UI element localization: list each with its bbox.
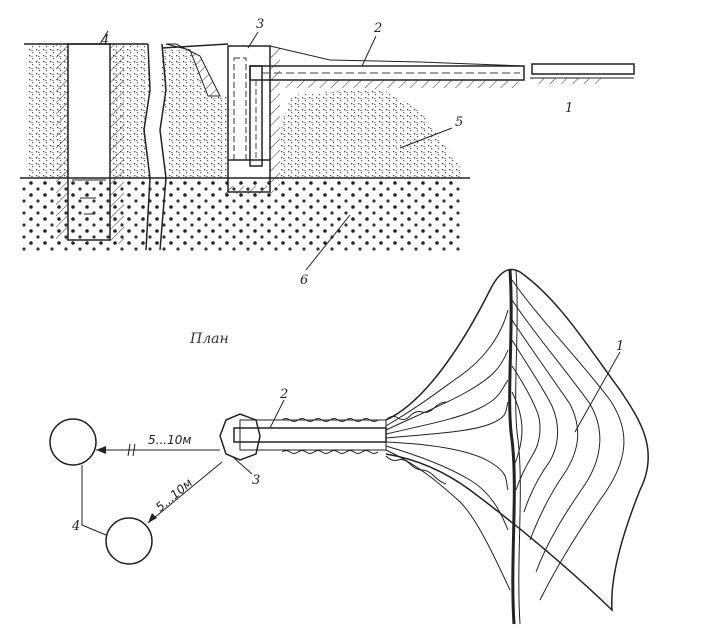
collector-3-inner xyxy=(233,57,247,161)
label-well-4: 4 xyxy=(100,33,109,48)
well-right-wall xyxy=(110,44,124,244)
ground-slope xyxy=(269,45,525,67)
fan-line xyxy=(385,349,509,431)
break-line-right xyxy=(159,43,167,251)
fan-line xyxy=(385,449,511,591)
drain-bed-hatch xyxy=(282,80,518,88)
well-4-a xyxy=(49,418,97,466)
contour xyxy=(511,279,625,601)
break-line-left xyxy=(143,43,151,251)
filter-chain-bottom xyxy=(281,450,379,454)
break-wall-right xyxy=(165,43,221,97)
leader-6 xyxy=(305,214,351,271)
drain-2-plan xyxy=(233,427,387,443)
label-layer-6: 6 xyxy=(300,273,308,288)
leader-4-plan xyxy=(81,465,107,536)
label-collector-3: 3 xyxy=(256,17,264,32)
river-bank xyxy=(515,269,521,625)
contour xyxy=(511,365,541,491)
fan-chain xyxy=(385,455,447,485)
drain-riser xyxy=(249,65,263,167)
ground-surface-mid xyxy=(161,43,229,49)
outer-contour xyxy=(385,268,649,612)
collector-3-base xyxy=(222,186,274,194)
contour xyxy=(511,339,558,513)
label-wells-4: 4 xyxy=(71,519,80,534)
fan-line xyxy=(385,441,509,491)
label-drain-2: 2 xyxy=(373,21,382,36)
label-lens-5: 5 xyxy=(455,115,463,130)
arrow-head xyxy=(96,446,106,454)
drain-end-segment xyxy=(531,63,635,75)
contour xyxy=(511,299,601,573)
break-mark xyxy=(132,443,136,457)
dimension-label-1: 5...10м xyxy=(148,433,191,447)
leader-1-plan xyxy=(574,351,621,433)
label-collector-3-plan: 3 xyxy=(252,473,260,488)
filter-chain-top xyxy=(281,418,379,422)
arrow-head xyxy=(148,513,157,523)
label-contour-1: 1 xyxy=(616,339,624,354)
leader-3-plan xyxy=(233,457,253,475)
fine-sand-middle xyxy=(160,50,228,178)
river-channel xyxy=(508,269,516,625)
section-view: 4 3 2 1 5 6 xyxy=(20,17,635,288)
well-left-wall xyxy=(56,44,68,240)
leader-2-plan xyxy=(269,399,285,429)
sand-lens-5 xyxy=(278,88,462,178)
collector-3-plan xyxy=(219,413,261,461)
leader-2 xyxy=(361,35,377,67)
contour xyxy=(511,391,523,467)
collector-3-wall xyxy=(270,46,280,186)
dimension-label-2: 5...10м xyxy=(153,476,195,515)
leader-3 xyxy=(247,31,259,49)
fan-line xyxy=(385,401,509,439)
well-4-b xyxy=(105,517,153,565)
break-mark xyxy=(127,443,131,457)
fan-line xyxy=(385,379,509,435)
contour xyxy=(511,319,579,541)
dimension-line-2 xyxy=(147,461,223,524)
label-drain-2-plan: 2 xyxy=(279,387,288,402)
fan-line xyxy=(385,309,509,427)
leader-4 xyxy=(99,30,109,45)
leader-5 xyxy=(399,127,453,149)
plan-title: План xyxy=(189,331,229,347)
label-section-1: 1 xyxy=(565,101,573,116)
ground-right-hatch xyxy=(532,78,602,84)
plan-view: План 4 5...10м 5...10м 3 2 xyxy=(49,268,649,625)
fan-chain xyxy=(385,401,447,421)
drain-trench xyxy=(239,419,387,451)
